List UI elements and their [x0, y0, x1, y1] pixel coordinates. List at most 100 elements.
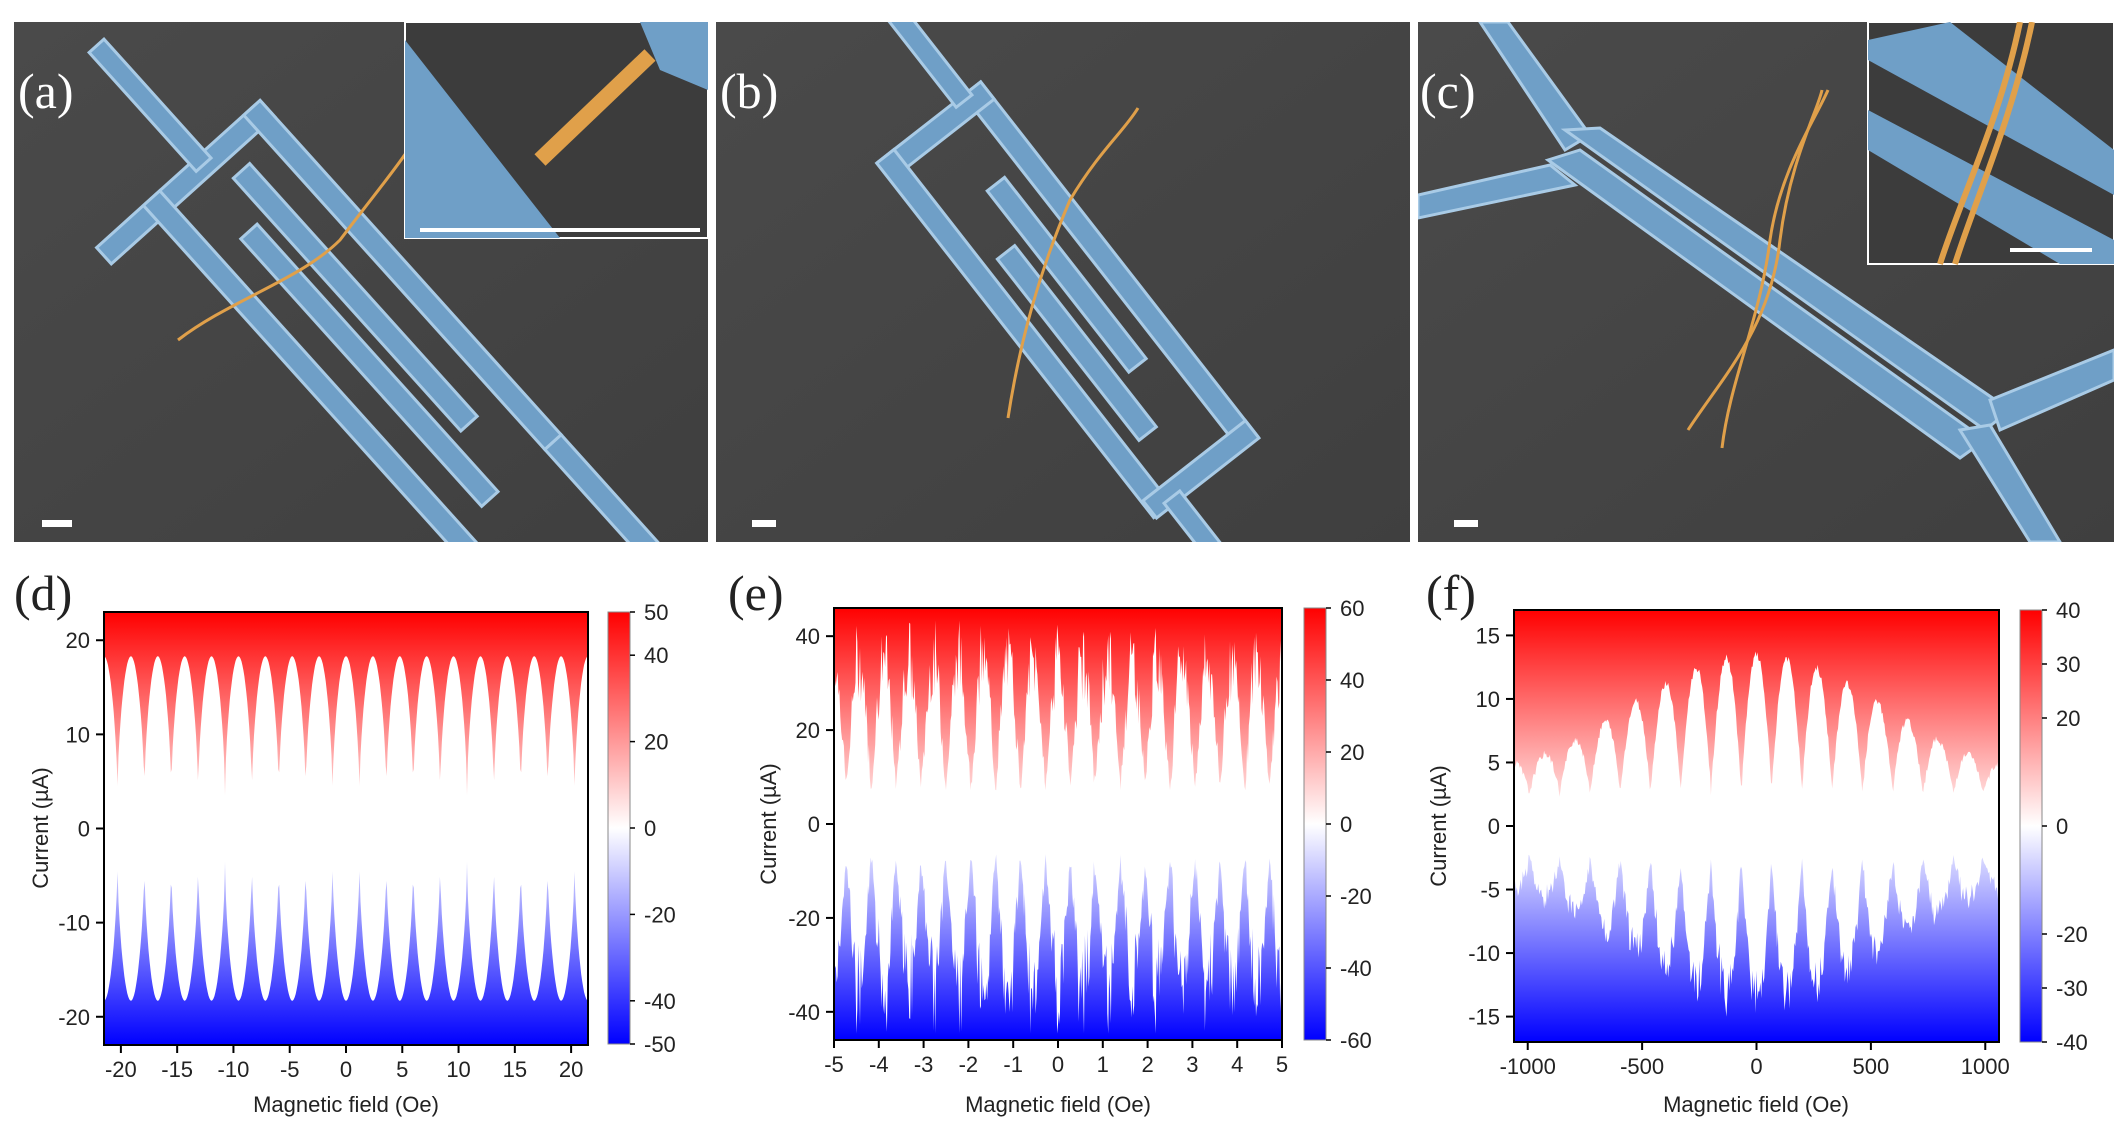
x-tick-label: 0 [1052, 1052, 1064, 1077]
y-tick-label: -10 [58, 911, 90, 936]
colorbar-tick-label: 20 [2056, 706, 2080, 731]
superconducting-region [104, 656, 588, 1001]
y-tick-label: 0 [1488, 814, 1500, 839]
y-tick-label: -15 [1468, 1005, 1500, 1030]
colorbar-tick-label: -40 [644, 989, 676, 1014]
y-tick-label: -20 [58, 1005, 90, 1030]
colorbar-tick-label: 30 [2056, 652, 2080, 677]
colorbar-tick-label: 20 [1340, 740, 1364, 765]
panel-label-e: (e) [728, 565, 784, 621]
y-axis-label: Current (µA) [756, 763, 781, 884]
sem-panel-a: (a) [14, 22, 708, 542]
x-tick-label: 15 [503, 1057, 527, 1082]
x-axis-label: Magnetic field (Oe) [253, 1092, 439, 1117]
y-tick-label: 20 [796, 718, 820, 743]
x-tick-label: 1000 [1961, 1054, 2010, 1079]
y-tick-label: -20 [788, 906, 820, 931]
x-tick-label: -5 [280, 1057, 300, 1082]
panel-label-c: (c) [1420, 63, 1476, 119]
colorbar-tick-label: -20 [2056, 922, 2088, 947]
x-tick-label: 5 [1276, 1052, 1288, 1077]
x-tick-label: -1000 [1500, 1054, 1556, 1079]
colorbar-tick-label: 50 [644, 600, 668, 625]
axes-e: -5 -4 -3 -2 -1 0 1 2 3 4 5 -40 -20 0 20 40 [788, 624, 1288, 1077]
x-tick-label: 10 [446, 1057, 470, 1082]
sem-panel-c: (c) [1418, 22, 2114, 542]
x-tick-label: -2 [959, 1052, 979, 1077]
colorbar [1303, 607, 1327, 1041]
inset-a [404, 22, 708, 239]
colorbar-tick-label: -50 [644, 1032, 676, 1057]
y-tick-label: 10 [66, 722, 90, 747]
x-tick-label: -3 [914, 1052, 934, 1077]
x-tick-label: -10 [218, 1057, 250, 1082]
chart-e: (e) -5 -4 -3 -2 -1 0 1 2 3 4 5 -40 -20 0 20 40 6040200-… [728, 565, 1372, 1117]
colorbar-d: 50 40 20 0 -20 -40 -50 [607, 600, 676, 1057]
nanowire [1006, 107, 1140, 419]
x-tick-label: -15 [161, 1057, 193, 1082]
superconducting-region [834, 620, 1282, 1034]
colorbar-tick-label: 0 [2056, 814, 2068, 839]
colorbar-tick-label: 40 [644, 643, 668, 668]
x-axis-label: Magnetic field (Oe) [965, 1092, 1151, 1117]
x-tick-label: 1 [1097, 1052, 1109, 1077]
panel-label-f: (f) [1426, 565, 1476, 621]
y-tick-label: 0 [808, 812, 820, 837]
inset-c [1867, 22, 2114, 265]
colorbar [2019, 609, 2043, 1043]
scale-bar [1454, 520, 1478, 527]
heatmap-f [1514, 610, 1999, 1042]
y-tick-label: 5 [1488, 750, 1500, 775]
x-tick-label: -500 [1620, 1054, 1664, 1079]
scale-bar [752, 520, 776, 527]
y-tick-label: 15 [1476, 623, 1500, 648]
scale-bar [42, 520, 72, 527]
x-tick-label: 0 [340, 1057, 352, 1082]
x-tick-label: -1 [1003, 1052, 1023, 1077]
panel-label-b: (b) [720, 63, 778, 119]
electrodes [86, 36, 708, 542]
nanowire [1720, 89, 1830, 449]
colorbar-tick-label: 20 [644, 730, 668, 755]
heatmap-d [104, 612, 588, 1045]
y-axis-label: Current (µA) [28, 767, 53, 888]
x-tick-label: 20 [559, 1057, 583, 1082]
colorbar-tick-label: -20 [644, 902, 676, 927]
heatmap-e [834, 608, 1282, 1040]
y-tick-label: -10 [1468, 941, 1500, 966]
x-tick-label: 2 [1141, 1052, 1153, 1077]
x-tick-label: 5 [396, 1057, 408, 1082]
y-tick-label: 40 [796, 624, 820, 649]
y-tick-label: 10 [1476, 687, 1500, 712]
colorbar-tick-label: -40 [2056, 1030, 2088, 1055]
superconducting-region [1514, 651, 1999, 1017]
x-axis-label: Magnetic field (Oe) [1663, 1092, 1849, 1117]
x-tick-label: 3 [1186, 1052, 1198, 1077]
colorbar-tick-label: 0 [644, 816, 656, 841]
panel-label-d: (d) [14, 565, 72, 621]
panel-label-a: (a) [18, 63, 74, 119]
x-tick-label: -4 [869, 1052, 889, 1077]
x-tick-label: 0 [1750, 1054, 1762, 1079]
y-tick-label: -40 [788, 1000, 820, 1025]
x-tick-label: -20 [105, 1057, 137, 1082]
y-tick-label: -5 [1480, 878, 1500, 903]
y-tick-label: 20 [66, 628, 90, 653]
y-axis-label: Current (µA) [1426, 765, 1451, 886]
colorbar-tick-label: -20 [1340, 884, 1372, 909]
colorbar-tick-label: 60 [1340, 596, 1364, 621]
x-tick-label: 4 [1231, 1052, 1243, 1077]
colorbar-tick-label: 40 [2056, 598, 2080, 623]
colorbar-tick-label: -60 [1340, 1028, 1372, 1053]
colorbar [607, 611, 631, 1045]
sem-panel-b: (b) [716, 22, 1410, 542]
x-tick-label: -5 [824, 1052, 844, 1077]
electrodes [1418, 22, 2114, 542]
